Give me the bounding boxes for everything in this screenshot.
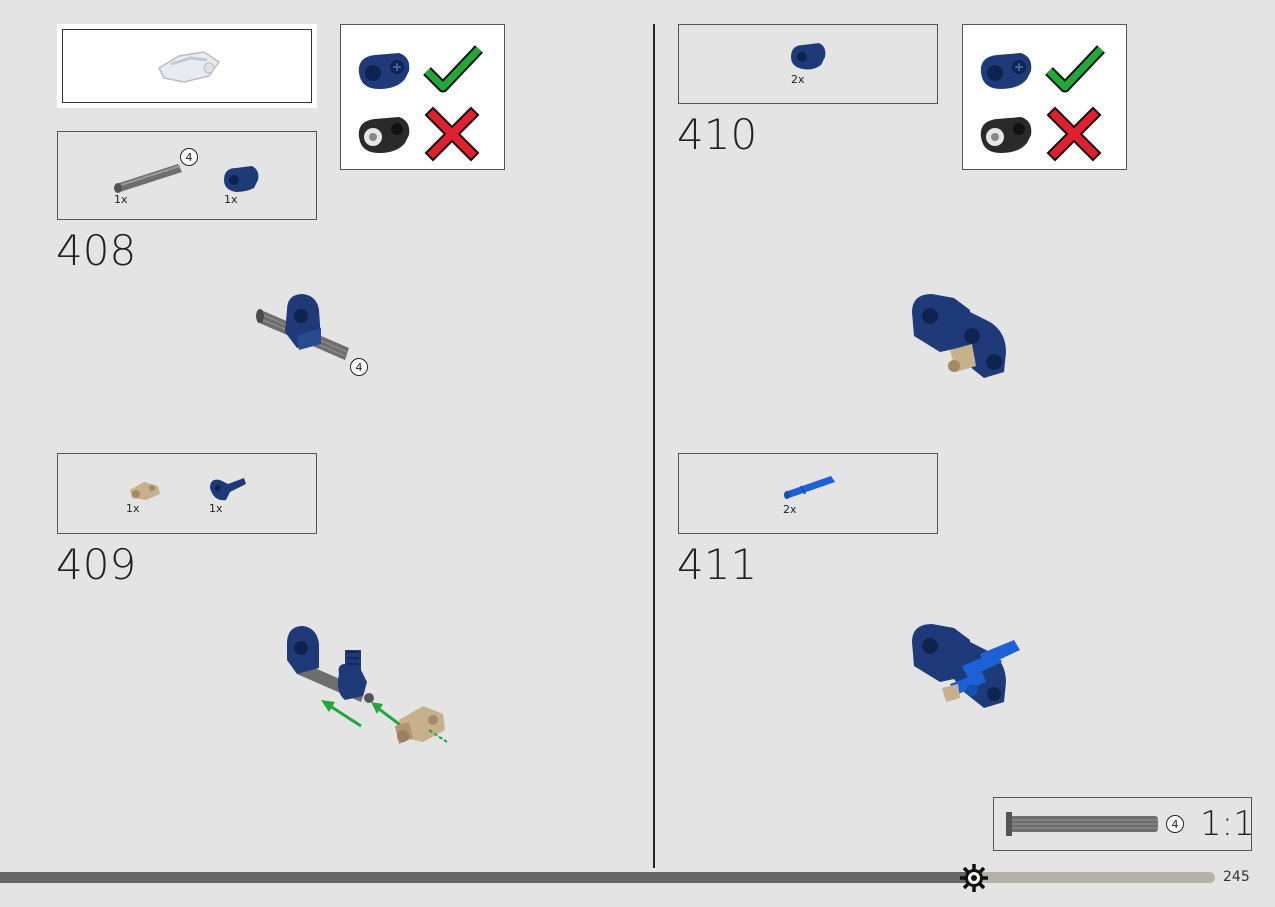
connector-part-image [791, 43, 826, 70]
scale-axle-length-callout: 4 [1166, 815, 1184, 833]
step-number-408: 408 [56, 226, 137, 275]
axle-qty: 1x [114, 193, 128, 206]
progress-bar-completed [0, 872, 975, 883]
step-number-410: 410 [677, 110, 758, 159]
pin-part-image [784, 476, 835, 499]
pin-qty: 2x [783, 503, 797, 516]
gear-icon [960, 864, 988, 892]
cross-mark-icon [1046, 106, 1102, 162]
connector-correct-image [358, 53, 410, 89]
page-divider [653, 24, 655, 868]
scale-ratio: 1:1 [1200, 804, 1255, 844]
connector-part-image [224, 166, 259, 192]
assembly-axle-length-callout: 4 [350, 358, 368, 376]
orientation-hint-box-right [962, 24, 1127, 170]
parts-list-411: 2x [678, 453, 938, 534]
bush-part-image [130, 482, 160, 500]
assembly-410-image [912, 294, 1006, 378]
connector-wrong-image [358, 117, 410, 153]
submodel-reference-box [57, 24, 317, 108]
orientation-hint-box [340, 24, 505, 170]
page-number: 245 [1223, 869, 1250, 885]
connector-wrong-image [980, 117, 1032, 153]
bush-qty: 1x [126, 502, 140, 515]
axle-part-image [114, 164, 182, 193]
connector-correct-image [980, 53, 1032, 89]
parts-list-408: 4 1x 1x [57, 131, 317, 220]
axle-length-callout: 4 [180, 148, 198, 166]
connector-part-image [210, 478, 246, 501]
cross-mark-icon [424, 106, 480, 162]
progress-bar-remaining [975, 872, 1215, 883]
connector-qty: 1x [224, 193, 238, 206]
check-mark-icon [1045, 45, 1105, 93]
assembly-408-image [256, 294, 349, 360]
submodel-preview-image [158, 51, 221, 83]
parts-list-410: 2x [678, 24, 938, 104]
axle-scale-image [1006, 812, 1158, 836]
scale-reference-box: 4 1:1 [993, 797, 1255, 851]
connector-qty-409: 1x [209, 502, 223, 515]
assembly-411-image [912, 624, 1020, 708]
parts-list-409: 1x 1x [57, 453, 317, 534]
check-mark-icon [423, 45, 483, 93]
step-number-411: 411 [677, 540, 758, 589]
step-number-409: 409 [56, 540, 137, 589]
connector-qty-410: 2x [791, 73, 805, 86]
assembly-409-image [287, 626, 448, 744]
